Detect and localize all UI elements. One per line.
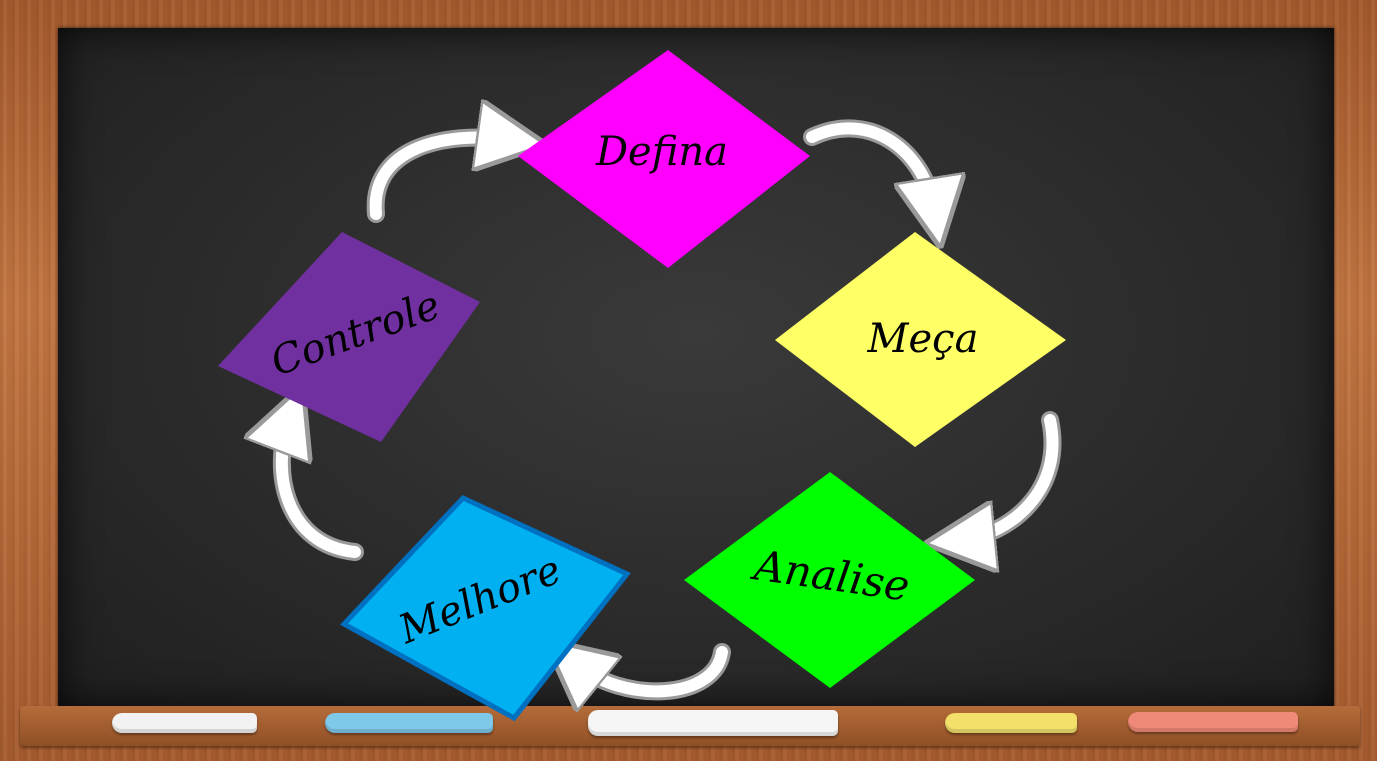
chalk-white-1 xyxy=(112,713,257,733)
arrow-controle-to-defina xyxy=(366,128,521,223)
melhore-diamond xyxy=(339,494,631,722)
step-melhore: Melhore xyxy=(339,494,631,722)
step-controle: Controle xyxy=(218,232,480,442)
step-defina: Defina xyxy=(518,50,810,268)
defina-label: Defina xyxy=(595,129,728,175)
arrow-melhore-to-controle xyxy=(272,409,364,561)
chalk-blue xyxy=(325,713,493,733)
meca-diamond xyxy=(775,232,1066,447)
controle-diamond xyxy=(218,232,480,442)
meca-label: Meça xyxy=(867,316,979,362)
step-meca: Meça xyxy=(775,232,1066,447)
defina-diamond xyxy=(518,50,810,268)
cycle-arrows xyxy=(272,128,1062,691)
analise-diamond xyxy=(684,472,975,688)
chalk-white-2 xyxy=(588,710,838,736)
chalk-yellow xyxy=(945,713,1077,733)
step-analise: Analise xyxy=(684,472,975,688)
chalk-red xyxy=(1128,712,1298,732)
